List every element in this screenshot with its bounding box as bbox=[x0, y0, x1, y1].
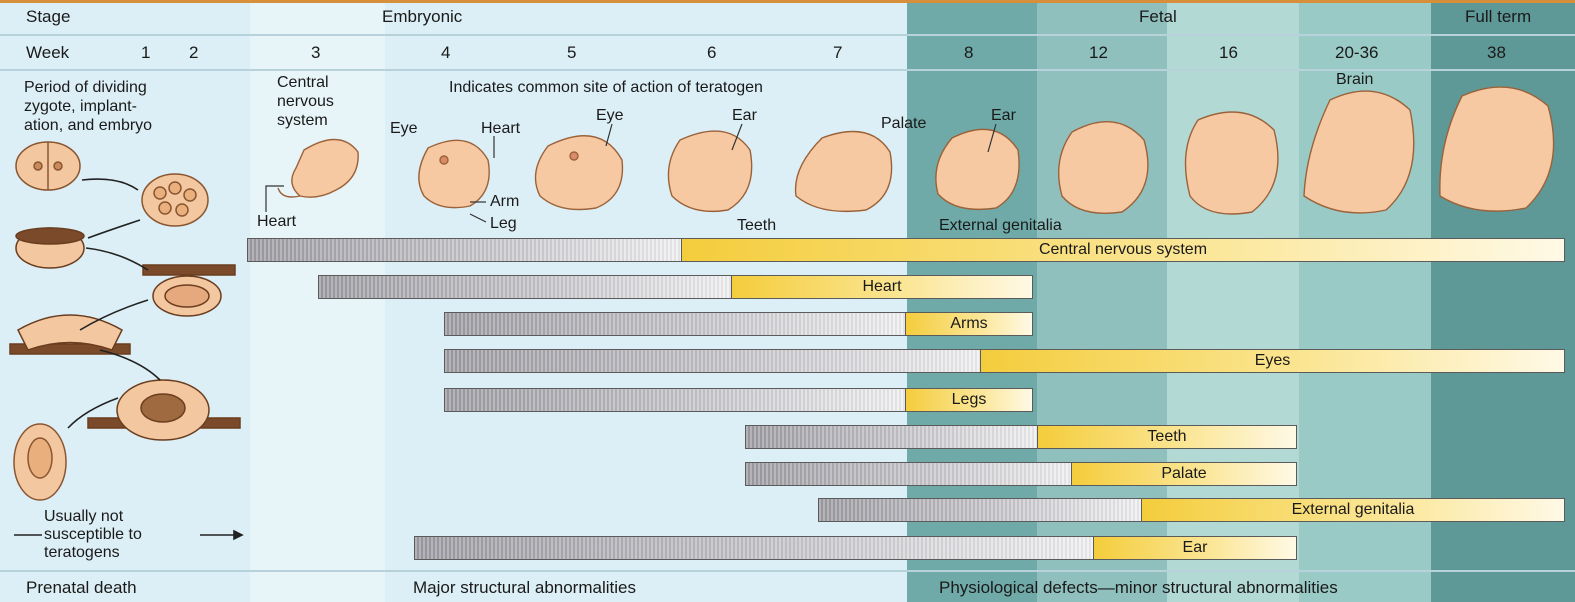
major-period bbox=[248, 239, 682, 261]
bar-legs: Legs bbox=[444, 388, 1033, 412]
bar-arms: Arms bbox=[444, 312, 1033, 336]
bar-central-nervous-system: Central nervous system bbox=[247, 238, 1565, 262]
footer-prenatal-death: Prenatal death bbox=[26, 578, 137, 598]
embryo-week-6 bbox=[668, 131, 751, 211]
bar-label: Eyes bbox=[981, 350, 1564, 372]
major-period bbox=[746, 426, 1038, 448]
blastocyst bbox=[16, 228, 84, 268]
bar-label: External genitalia bbox=[1142, 499, 1564, 521]
bar-label: Teeth bbox=[1038, 426, 1296, 448]
susceptibility-arrow bbox=[14, 531, 242, 539]
embryo-week-5 bbox=[536, 136, 623, 210]
early-embryo bbox=[14, 424, 66, 500]
bar-external-genitalia: External genitalia bbox=[818, 498, 1565, 522]
major-period bbox=[746, 463, 1072, 485]
footer-physiological-defects: Physiological defects—minor structural a… bbox=[939, 578, 1338, 598]
bar-label: Central nervous system bbox=[682, 239, 1564, 261]
fetus-week-16 bbox=[1186, 112, 1278, 214]
bar-ear: Ear bbox=[414, 536, 1297, 560]
major-period bbox=[319, 276, 732, 298]
bar-label: Palate bbox=[1072, 463, 1296, 485]
major-period bbox=[445, 350, 981, 372]
embryo-week-4 bbox=[419, 140, 489, 207]
bar-label: Ear bbox=[1094, 537, 1296, 559]
embryo-week-7 bbox=[796, 132, 892, 212]
bar-label: Arms bbox=[906, 313, 1032, 335]
bar-heart: Heart bbox=[318, 275, 1033, 299]
implanting-blastocyst bbox=[143, 265, 235, 316]
implanted-embryo-disc bbox=[10, 315, 130, 354]
embryo-week-8 bbox=[936, 129, 1019, 209]
footer-major-abnormalities: Major structural abnormalities bbox=[413, 578, 636, 598]
morula bbox=[142, 174, 208, 226]
bar-teeth: Teeth bbox=[745, 425, 1297, 449]
bar-label: Legs bbox=[906, 389, 1032, 411]
bar-label: Heart bbox=[732, 276, 1032, 298]
major-period bbox=[445, 389, 906, 411]
bar-palate: Palate bbox=[745, 462, 1297, 486]
fetus-week-20-36 bbox=[1304, 91, 1414, 213]
bar-eyes: Eyes bbox=[444, 349, 1565, 373]
two-cell-zygote bbox=[16, 142, 80, 190]
gastrulating-embryo bbox=[88, 380, 240, 440]
major-period bbox=[819, 499, 1142, 521]
major-period bbox=[445, 313, 906, 335]
embryo-week-3 bbox=[278, 139, 358, 197]
fetus-week-38 bbox=[1440, 87, 1554, 211]
major-period bbox=[415, 537, 1094, 559]
fetus-week-12 bbox=[1059, 122, 1148, 214]
